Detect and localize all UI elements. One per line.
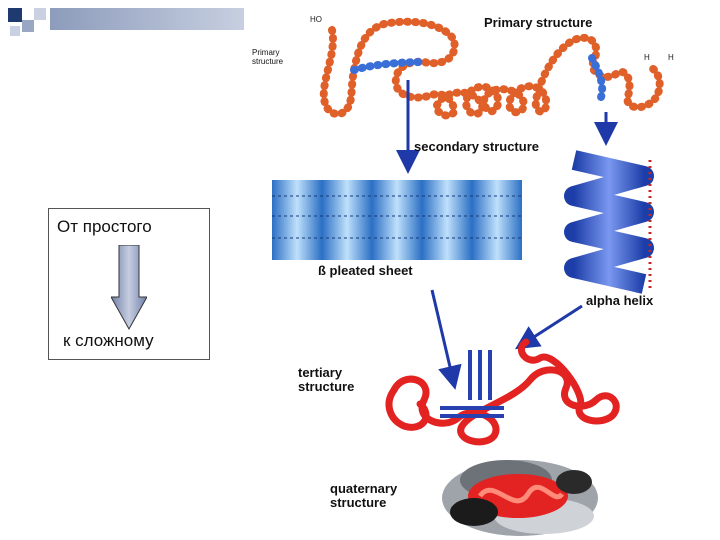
alpha-helix (564, 150, 654, 294)
alpha-helix-label: alpha helix (586, 293, 654, 308)
pleated-sheet-label: ß pleated sheet (318, 263, 413, 278)
svg-text:H: H (668, 53, 674, 62)
decor-square (22, 20, 34, 32)
arrow-sheet-to-tertiary (430, 289, 462, 390)
svg-text:HO: HO (310, 15, 322, 24)
primary-structure-chain: HO H H (310, 15, 674, 120)
primary-structure-small-label: Primary structure (252, 48, 284, 66)
primary-structure-label: Primary structure (484, 15, 593, 30)
decor-square (34, 8, 46, 20)
secondary-structure-label: secondary structure (414, 139, 539, 154)
complex-label: к сложному (63, 331, 154, 350)
tertiary-structure (385, 338, 620, 446)
decor-square (8, 8, 22, 22)
arrow-helix-to-tertiary (514, 304, 583, 350)
simple-to-complex-box: От простого к сложному (48, 208, 210, 360)
svg-text:H: H (644, 53, 650, 62)
protein-structure-diagram: HO H H (272, 15, 674, 536)
decor-title-bar (50, 8, 244, 30)
quaternary-structure (442, 460, 598, 536)
tertiary-structure-label: tertiary structure (298, 365, 355, 394)
down-arrow-icon (111, 245, 147, 331)
quaternary-structure-label: quaternary structure (330, 481, 398, 510)
beta-sheet (272, 180, 522, 260)
simple-label: От простого (57, 217, 152, 236)
decor-square (10, 26, 20, 36)
